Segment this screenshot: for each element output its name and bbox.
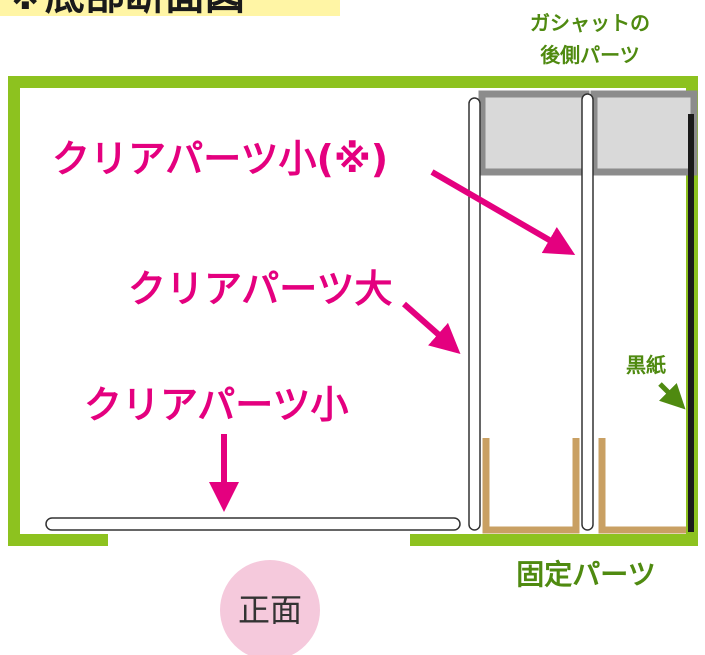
gashat-back-part-right — [590, 90, 698, 176]
black-paper — [688, 114, 694, 532]
black-paper-label: 黒紙 — [626, 353, 666, 377]
frame-bottom-right — [410, 534, 698, 546]
clear-part-large — [468, 97, 481, 531]
arrow-to-clear-part-large — [402, 301, 461, 354]
fixed-part-left — [482, 438, 580, 534]
page-title: ※底部断面図 — [6, 0, 245, 19]
arrow-to-clear-part-small-note — [430, 169, 576, 256]
clear-part-small — [45, 517, 461, 531]
arrow-to-black-paper — [658, 382, 686, 410]
fixed-part-right — [598, 438, 686, 534]
gashat-back-label-line1: ガシャットの — [530, 11, 650, 35]
frame-bottom-left — [8, 534, 108, 546]
gashat-back-part-left — [478, 90, 590, 176]
clear-part-small-label: クリアパーツ小 — [84, 383, 348, 427]
fixed-part-label: 固定パーツ — [516, 558, 655, 591]
gashat-back-label-line2: 後側パーツ — [540, 43, 640, 67]
clear-part-small-note — [581, 93, 594, 531]
front-label: 正面 — [238, 591, 302, 629]
front-circle — [220, 560, 320, 655]
clear-part-large-label: クリアパーツ大 — [128, 267, 392, 311]
title-highlight — [0, 0, 340, 16]
clear-part-small-note-label: クリアパーツ小(※) — [52, 137, 388, 181]
